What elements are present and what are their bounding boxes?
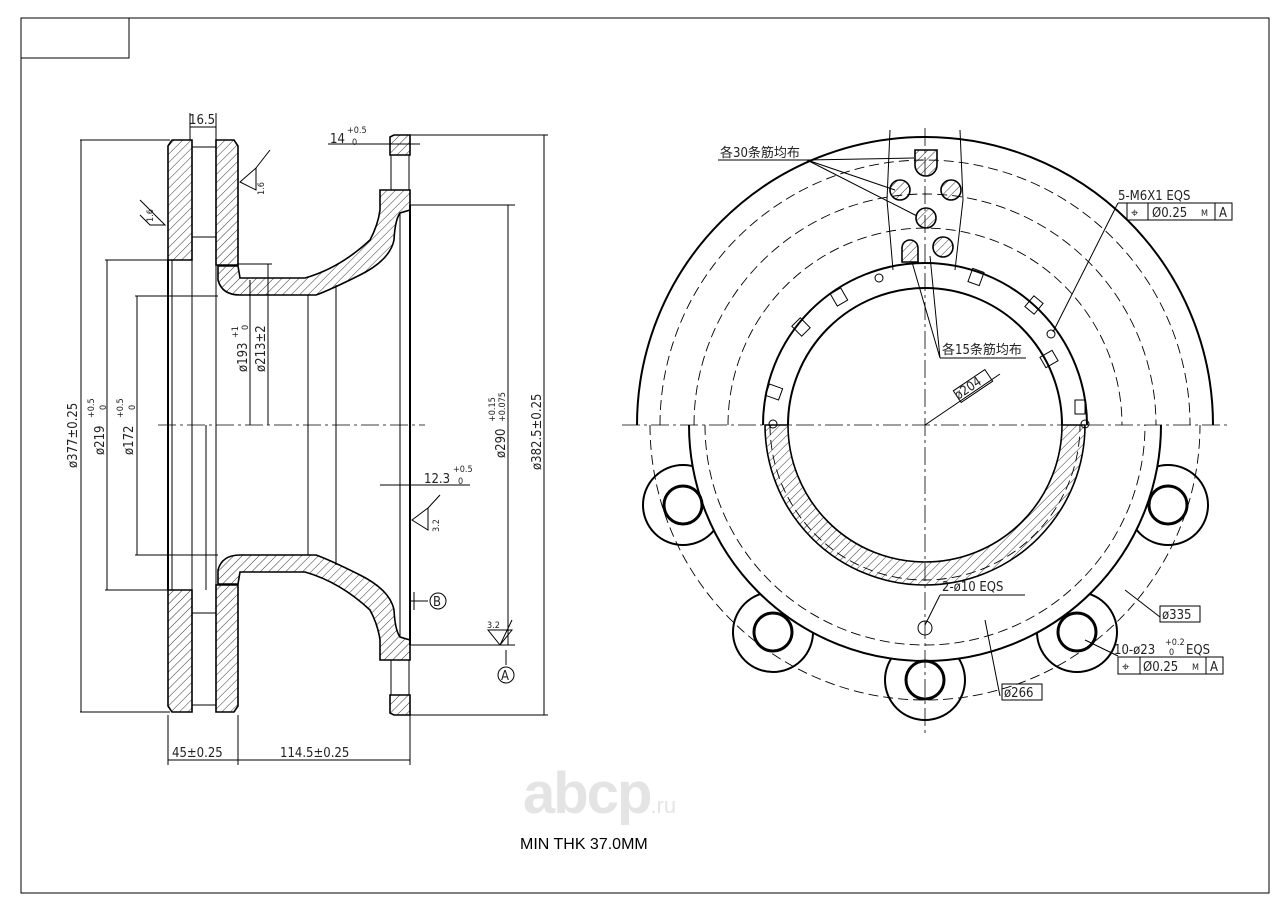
hat-top-section (217, 189, 411, 296)
tol-lower: 0 (458, 477, 463, 487)
dim-d266: ø266 (1004, 686, 1033, 701)
tol-upper: +0.5 (116, 398, 126, 418)
dim-d172: ø172 (122, 426, 137, 455)
tol-lower: 0 (99, 405, 109, 410)
tol-lower: 0 (352, 138, 357, 148)
drawing-frame (20, 17, 1270, 894)
dim-d213: ø213±2 (254, 325, 269, 372)
dim-d377: ø377±0.25 (66, 403, 81, 468)
fcf-tolerance: Ø0.25 (1152, 206, 1187, 221)
tol-upper: +0.2 (1165, 638, 1185, 648)
tol-upper: +0.5 (347, 126, 367, 136)
watermark-brand: abcp (523, 761, 652, 826)
outer-plate-bottom (167, 589, 193, 713)
dim-12-3: 12.3 (424, 472, 450, 487)
roughness: 3.2 (432, 519, 442, 532)
tol-upper: +0.15 (488, 397, 498, 422)
dim-d193: ø193 (236, 343, 251, 372)
dim-14: 14 (330, 132, 345, 147)
tol-upper: +0.5 (453, 465, 473, 475)
roughness: 1.6 (146, 209, 156, 222)
datum-b: B (433, 595, 441, 610)
tol-lower: 0 (128, 405, 138, 410)
note-ribs-15: 各15条筋均布 (942, 342, 1022, 358)
dim-d290: ø290 (494, 429, 509, 458)
fcf-tolerance: Ø0.25 (1143, 660, 1178, 675)
bolt-suffix: EQS (1186, 643, 1210, 658)
front-view (622, 128, 1233, 735)
position-symbol: ⌖ (1122, 660, 1130, 675)
watermark-logo: abcp.ru (523, 760, 676, 827)
tol-lower: +0.075 (498, 392, 508, 422)
dim-d382: ø382.5±0.25 (530, 394, 545, 470)
position-symbol: ⌖ (1131, 206, 1139, 221)
flange-top (389, 134, 411, 156)
fcf-modifier: M (1192, 663, 1199, 673)
pcd-335 (649, 424, 1201, 701)
tol-lower: 0 (241, 325, 251, 330)
min-thickness-note: MIN THK 37.0MM (520, 836, 648, 853)
tol-upper: +0.5 (87, 398, 97, 418)
note-ribs-30: 各30条筋均布 (720, 145, 800, 161)
dim-d335: ø335 (1162, 608, 1191, 623)
watermark-tld: .ru (650, 793, 677, 818)
hub-section (764, 424, 1086, 586)
datum-a: A (501, 669, 509, 684)
inner-plate-top (215, 139, 239, 266)
tol-lower: 0 (1169, 648, 1174, 658)
bolt-note: 10-ø23 (1114, 643, 1155, 658)
rib-slots (764, 267, 1086, 415)
datum-b-circle (429, 592, 447, 610)
hole-note-2: 2-ø10 EQS (942, 580, 1003, 595)
roughness: 1.6 (257, 182, 267, 195)
fcf-datum: A (1219, 206, 1227, 221)
inner-plate-bottom (215, 584, 239, 713)
title-box (20, 17, 130, 59)
outer-plate-top (167, 139, 193, 261)
dim-d219: ø219 (93, 426, 108, 455)
dim-45: 45±0.25 (172, 746, 223, 761)
hat-bottom-section (217, 554, 411, 661)
section-view (80, 113, 548, 765)
datum-a-circle (497, 666, 515, 684)
dim-16-5: 16.5 (189, 113, 215, 128)
roughness: 3.2 (487, 621, 500, 631)
thread-note: 5-M6X1 EQS (1118, 189, 1190, 204)
tol-upper: +1 (231, 326, 241, 338)
fcf-datum: A (1210, 660, 1218, 675)
flange-bottom (389, 694, 411, 716)
dim-114-5: 114.5±0.25 (280, 746, 349, 761)
fcf-modifier: M (1201, 209, 1208, 219)
